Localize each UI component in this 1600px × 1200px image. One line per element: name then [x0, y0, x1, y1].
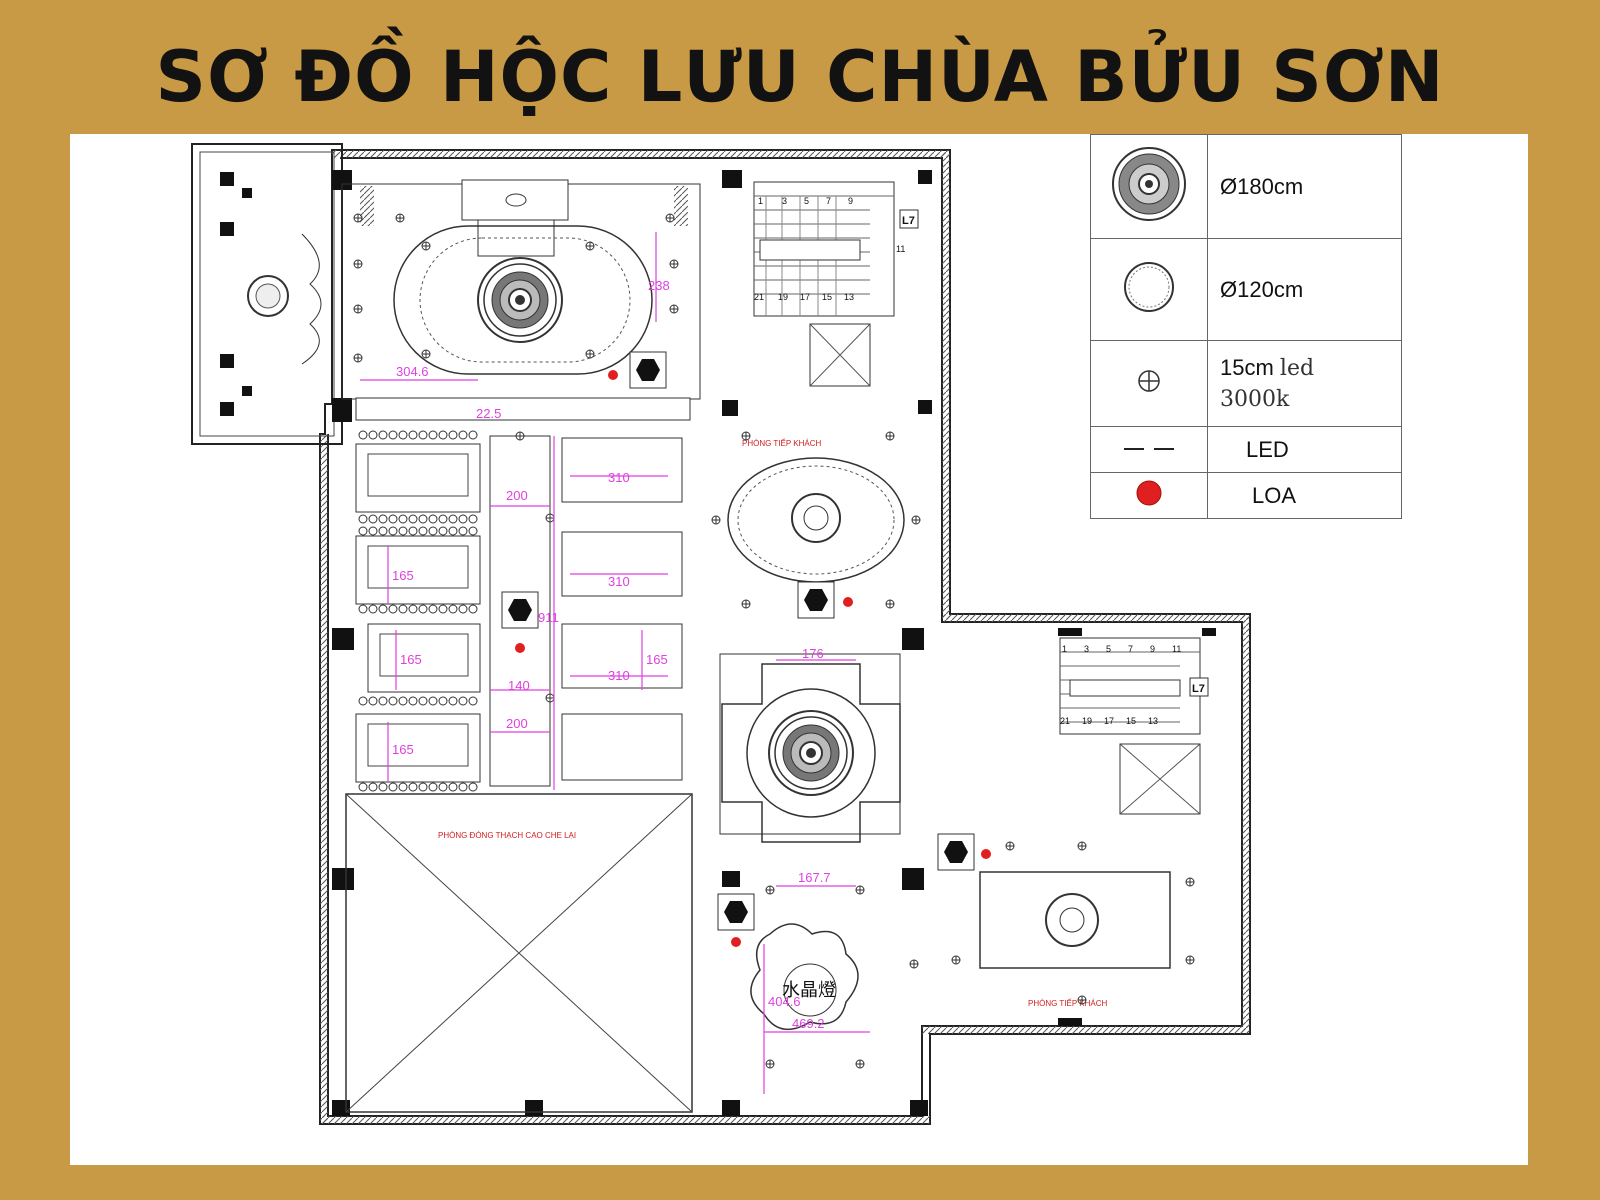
legend-label-180: Ø180cm	[1207, 134, 1402, 239]
legend-row-led: LED	[1090, 426, 1402, 473]
legend-row-120: Ø120cm	[1090, 238, 1402, 341]
stair-num-13: 13	[844, 292, 854, 302]
stair-r-num-11: 11	[1172, 644, 1181, 654]
stair-r-num-19: 19	[1082, 716, 1092, 726]
lotus-medallion-icon	[1090, 134, 1208, 239]
stair-num-17: 17	[800, 292, 810, 302]
dim-165c: 165	[646, 652, 668, 667]
stair-num-19: 19	[778, 292, 788, 302]
downlight-icon	[1090, 340, 1208, 427]
stair-r-num-13: 13	[1148, 716, 1158, 726]
dim-200b: 200	[506, 716, 528, 731]
stair-r-num-1: 1	[1062, 644, 1067, 654]
stair-num-5: 5	[804, 196, 809, 206]
stair-r-num-7: 7	[1128, 644, 1133, 654]
dimension-labels: 304.6 22.5 238 310 200 165 310 911 165 1…	[392, 278, 831, 1031]
stair-r-num-15: 15	[1126, 716, 1136, 726]
stair-tag-right: L7	[1192, 683, 1205, 695]
left-annex	[191, 143, 343, 445]
dim-304: 304.6	[396, 364, 429, 379]
crystal-lamp-room: 水晶燈	[750, 923, 859, 1031]
dim-310b: 310	[608, 574, 630, 589]
central-hall	[717, 653, 901, 947]
stair-r-num-3: 3	[1084, 644, 1089, 654]
legend-label-120: Ø120cm	[1207, 238, 1402, 341]
downlight-type: led	[1279, 355, 1315, 381]
dim-165b: 165	[400, 652, 422, 667]
speaker-dot-icon	[1090, 472, 1208, 519]
dim-167: 167.7	[798, 870, 831, 885]
dim-310a: 310	[608, 470, 630, 485]
dim-140: 140	[508, 678, 530, 693]
legend-label-loa: LOA	[1207, 472, 1402, 519]
room-label-reception-top: PHÒNG TIẾP KHÁCH	[742, 438, 822, 448]
stair-num-1: 1	[758, 196, 763, 206]
page-title: SƠ ĐỒ HỘC LƯU CHÙA BỬU SƠN	[155, 36, 1445, 118]
circle-outline-icon	[1090, 238, 1208, 341]
dim-165a: 165	[392, 568, 414, 583]
dim-200a: 200	[506, 488, 528, 503]
dim-310c: 310	[608, 668, 630, 683]
downlight-size: 15cm	[1220, 354, 1274, 380]
room-label-closed: PHÒNG ĐÓNG THẠCH CAO CHE LẠI	[438, 831, 576, 840]
legend-row-downlight: 15cm led 3000k	[1090, 340, 1402, 427]
right-wing: L7 PHÒNG TIẾP KHÁCH	[937, 637, 1209, 1008]
dim-404: 404.6	[768, 994, 801, 1009]
stair-num-15: 15	[822, 292, 832, 302]
stair-num-3: 3	[782, 196, 787, 206]
stair-r-num-17: 17	[1104, 716, 1114, 726]
stair-num-7: 7	[826, 196, 831, 206]
legend-table: Ø180cm Ø120cm 15cm led 3000k LED	[1090, 134, 1402, 519]
crystal-lamp-label: 水晶燈	[782, 980, 836, 1000]
classrooms	[355, 430, 683, 792]
stair-r-num-9: 9	[1150, 644, 1155, 654]
wall-hatching	[320, 150, 1250, 1124]
floor-plan: L7 PHÒNG TIẾP KHÁCH	[191, 143, 1251, 1125]
stair-num-9: 9	[848, 196, 853, 206]
stair-num-11: 11	[896, 244, 905, 254]
columns	[332, 170, 1216, 1116]
legend-row-180: Ø180cm	[1090, 134, 1402, 239]
dim-176: 176	[802, 646, 824, 661]
closed-room: PHÒNG ĐÓNG THẠCH CAO CHE LẠI	[345, 793, 693, 1113]
downlight-temp: 3000k	[1220, 386, 1290, 412]
stair-tag: L7	[902, 215, 915, 227]
stair-top: L7	[753, 181, 919, 387]
dashed-line-icon	[1090, 426, 1208, 473]
dim-911: 911	[538, 610, 559, 625]
top-hall	[341, 179, 701, 421]
legend-row-loa: LOA	[1090, 472, 1402, 519]
legend-label-led: LED	[1207, 426, 1402, 473]
dim-238: 238	[648, 278, 670, 293]
stair-numbers: 1 3 5 7 9 11 21 19 17 15 13 1 3 5 7 9 11…	[754, 196, 1181, 726]
reception-top: PHÒNG TIẾP KHÁCH	[727, 438, 905, 619]
room-label-reception-right: PHÒNG TIẾP KHÁCH	[1028, 998, 1108, 1008]
dim-469: 469.2	[792, 1016, 825, 1031]
stair-r-num-21: 21	[1060, 716, 1070, 726]
stair-num-21: 21	[754, 292, 764, 302]
dimension-lines	[360, 232, 870, 1094]
legend-label-downlight: 15cm led 3000k	[1207, 340, 1402, 427]
dim-22: 22.5	[476, 406, 501, 421]
stair-r-num-5: 5	[1106, 644, 1111, 654]
dim-165d: 165	[392, 742, 414, 757]
